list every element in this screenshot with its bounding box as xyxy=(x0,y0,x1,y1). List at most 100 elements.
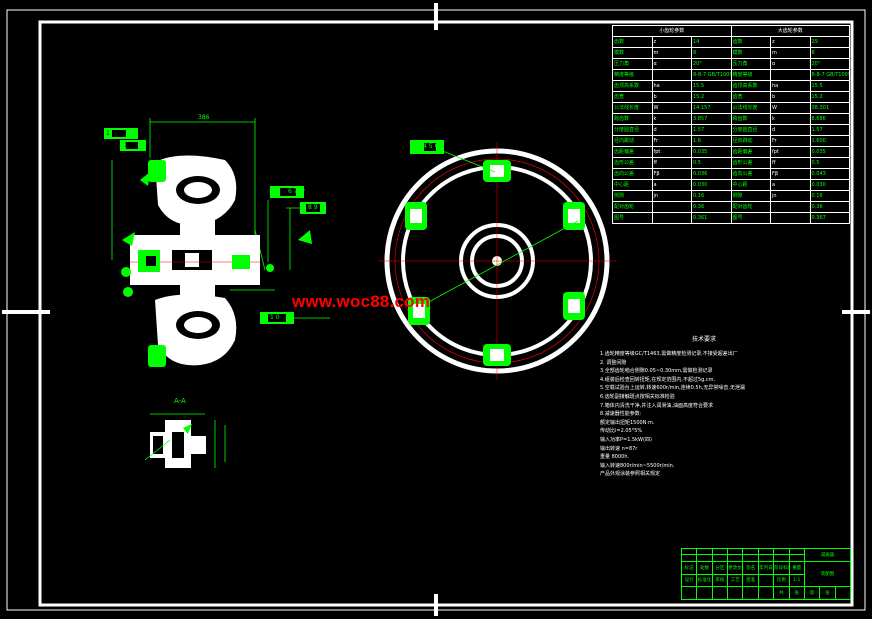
gear-table-cell: 齿数 xyxy=(612,36,653,48)
gear-table-cell: 0.5 xyxy=(809,157,850,169)
gear-table-cell: α xyxy=(770,58,811,70)
note-item: 输入功率P=1.5kW(四) xyxy=(600,436,652,443)
gear-table-cell: 15.2 xyxy=(691,91,732,103)
gear-table-cell xyxy=(651,201,692,213)
notes-title: 技术要求 xyxy=(692,336,717,343)
gear-table-cell: 1.600 xyxy=(809,135,850,147)
gear-table-cell: 齿形公差 xyxy=(730,157,771,169)
gear-table-cell: 0.035 xyxy=(809,146,850,158)
tb-cell: 更改文件号 xyxy=(727,560,744,575)
side-view xyxy=(104,118,330,367)
note-item: 4.组装后检查回转扭矩,在规定范围内,不超过5g.cm. xyxy=(600,376,716,383)
gear-table-cell: 图号 xyxy=(612,212,653,224)
gear-table-cell: k xyxy=(651,113,692,125)
gear-table-cell: 8.686 xyxy=(809,113,850,125)
gear-table-cell: ff xyxy=(770,157,811,169)
header-gear: 大齿轮参数 xyxy=(730,25,850,37)
gear-table-cell: b xyxy=(651,91,692,103)
note-item: 输出转速 n=87r xyxy=(600,445,638,452)
gear-table-cell: 14.157 xyxy=(691,102,732,114)
tb-cell: 张 xyxy=(788,586,805,600)
gear-table-cell: 压力角 xyxy=(730,58,771,70)
gear-table-cell: 14 xyxy=(691,36,732,48)
gear-table-cell: 公法线长度 xyxy=(612,102,653,114)
note-item: 5.空载试验台上运转,转速600r/min,连续0.5h,无异常噪音,无泄漏 xyxy=(600,385,745,392)
tb-cell: 设计 xyxy=(680,573,698,588)
callout-text-right-1: 6 7 xyxy=(288,188,298,195)
note-item: 1.齿轮精度等级GC/T1463,需做精度检测记录,不接受超差出厂 xyxy=(600,351,738,357)
gear-table-cell: z xyxy=(651,36,692,48)
gear-table-cell: α xyxy=(651,58,692,70)
gear-table-cell: 侧隙 xyxy=(730,190,771,202)
gear-table-cell: Fβ xyxy=(770,168,811,180)
note-item: 8.减速器性能参数: xyxy=(600,411,642,418)
gear-table-cell: 压力角 xyxy=(612,58,653,70)
title-block: 减速器 标记 处数 分区 更改文件号 签名 年月日 阶段标记 重量 装配图 设计… xyxy=(680,547,852,600)
section-title: A-A xyxy=(174,397,186,405)
section-a-a xyxy=(144,413,226,468)
note-item: 2. 调整间隙 xyxy=(600,359,627,366)
tb-cell: 标准化 xyxy=(696,573,713,588)
part-name: 装配图 xyxy=(803,560,852,588)
gear-table-cell: ff xyxy=(651,157,692,169)
tb-cell: 第 xyxy=(803,586,821,600)
gear-table-cell: 齿顶高系数 xyxy=(612,80,653,92)
gear-table-cell xyxy=(770,201,811,213)
gear-table-cell: 1.57 xyxy=(691,124,732,136)
gear-table-cell: 8 xyxy=(809,47,850,59)
gear-table-cell: 0.361 xyxy=(691,212,732,224)
tb-cell: 张 xyxy=(819,586,836,600)
gear-table-cell: 8-8-7 GB/T10095 xyxy=(809,69,850,81)
gear-table-cell: 齿向公差 xyxy=(612,168,653,180)
gear-table-cell: 0.035 xyxy=(691,146,732,158)
tb-cell: 比例 xyxy=(773,573,790,588)
gear-table-cell: b xyxy=(770,91,811,103)
gear-table-cell: Fr xyxy=(651,135,692,147)
gear-table-cell: W xyxy=(651,102,692,114)
gear-table-cell: 侧隙 xyxy=(612,190,653,202)
gear-table-cell: ha xyxy=(770,80,811,92)
gear-table-cell: 精度等级 xyxy=(730,69,771,81)
tb-cell: 1:1 xyxy=(788,573,805,588)
gear-table-cell: 图号 xyxy=(730,212,771,224)
gear-table-cell: 0.036 xyxy=(691,168,732,180)
note-item: 传动比i=2.05°5% xyxy=(600,428,643,435)
note-item: 7.箱体内清洗干净,并注入润滑油,油面高度符合要求 xyxy=(600,402,713,409)
gear-table-cell: 跨齿数 xyxy=(730,113,771,125)
note-item: 重量 8000h. xyxy=(600,454,630,461)
watermark-text: www.woc88.com xyxy=(292,292,431,311)
gear-table-cell: 38.301 xyxy=(809,102,850,114)
gear-table-cell: 29 xyxy=(809,36,850,48)
gear-table-cell: 齿数 xyxy=(730,36,771,48)
gear-table-cell: jn xyxy=(651,190,692,202)
gear-table-cell: 配对齿轮 xyxy=(612,201,653,213)
technical-requirements: 技术要求 1.齿轮精度等级GC/T1463,需做精度检测记录,不接受超差出厂 2.… xyxy=(600,336,750,479)
gear-table-cell: a xyxy=(770,179,811,191)
gear-table-cell: 8 xyxy=(691,47,732,59)
note-item: 6.齿轮副接触斑点按相关标准检验 xyxy=(600,393,675,400)
gear-table-cell: 齿距偏差 xyxy=(730,146,771,158)
gear-table-cell: 0.043 xyxy=(809,168,850,180)
gear-table-cell xyxy=(651,69,692,81)
gear-table-cell xyxy=(770,212,811,224)
gear-table-cell: 公法线长度 xyxy=(730,102,771,114)
gear-table-cell: Fr xyxy=(770,135,811,147)
tb-cell: 分区 xyxy=(711,560,729,575)
gear-table-cell: 齿距偏差 xyxy=(612,146,653,158)
gear-table-cell: 齿顶高系数 xyxy=(730,80,771,92)
gear-table-cell: a xyxy=(651,179,692,191)
gear-table-cell: fpt xyxy=(770,146,811,158)
tb-cell: 批准 xyxy=(742,573,759,588)
tb-cell: 审核 xyxy=(711,573,729,588)
